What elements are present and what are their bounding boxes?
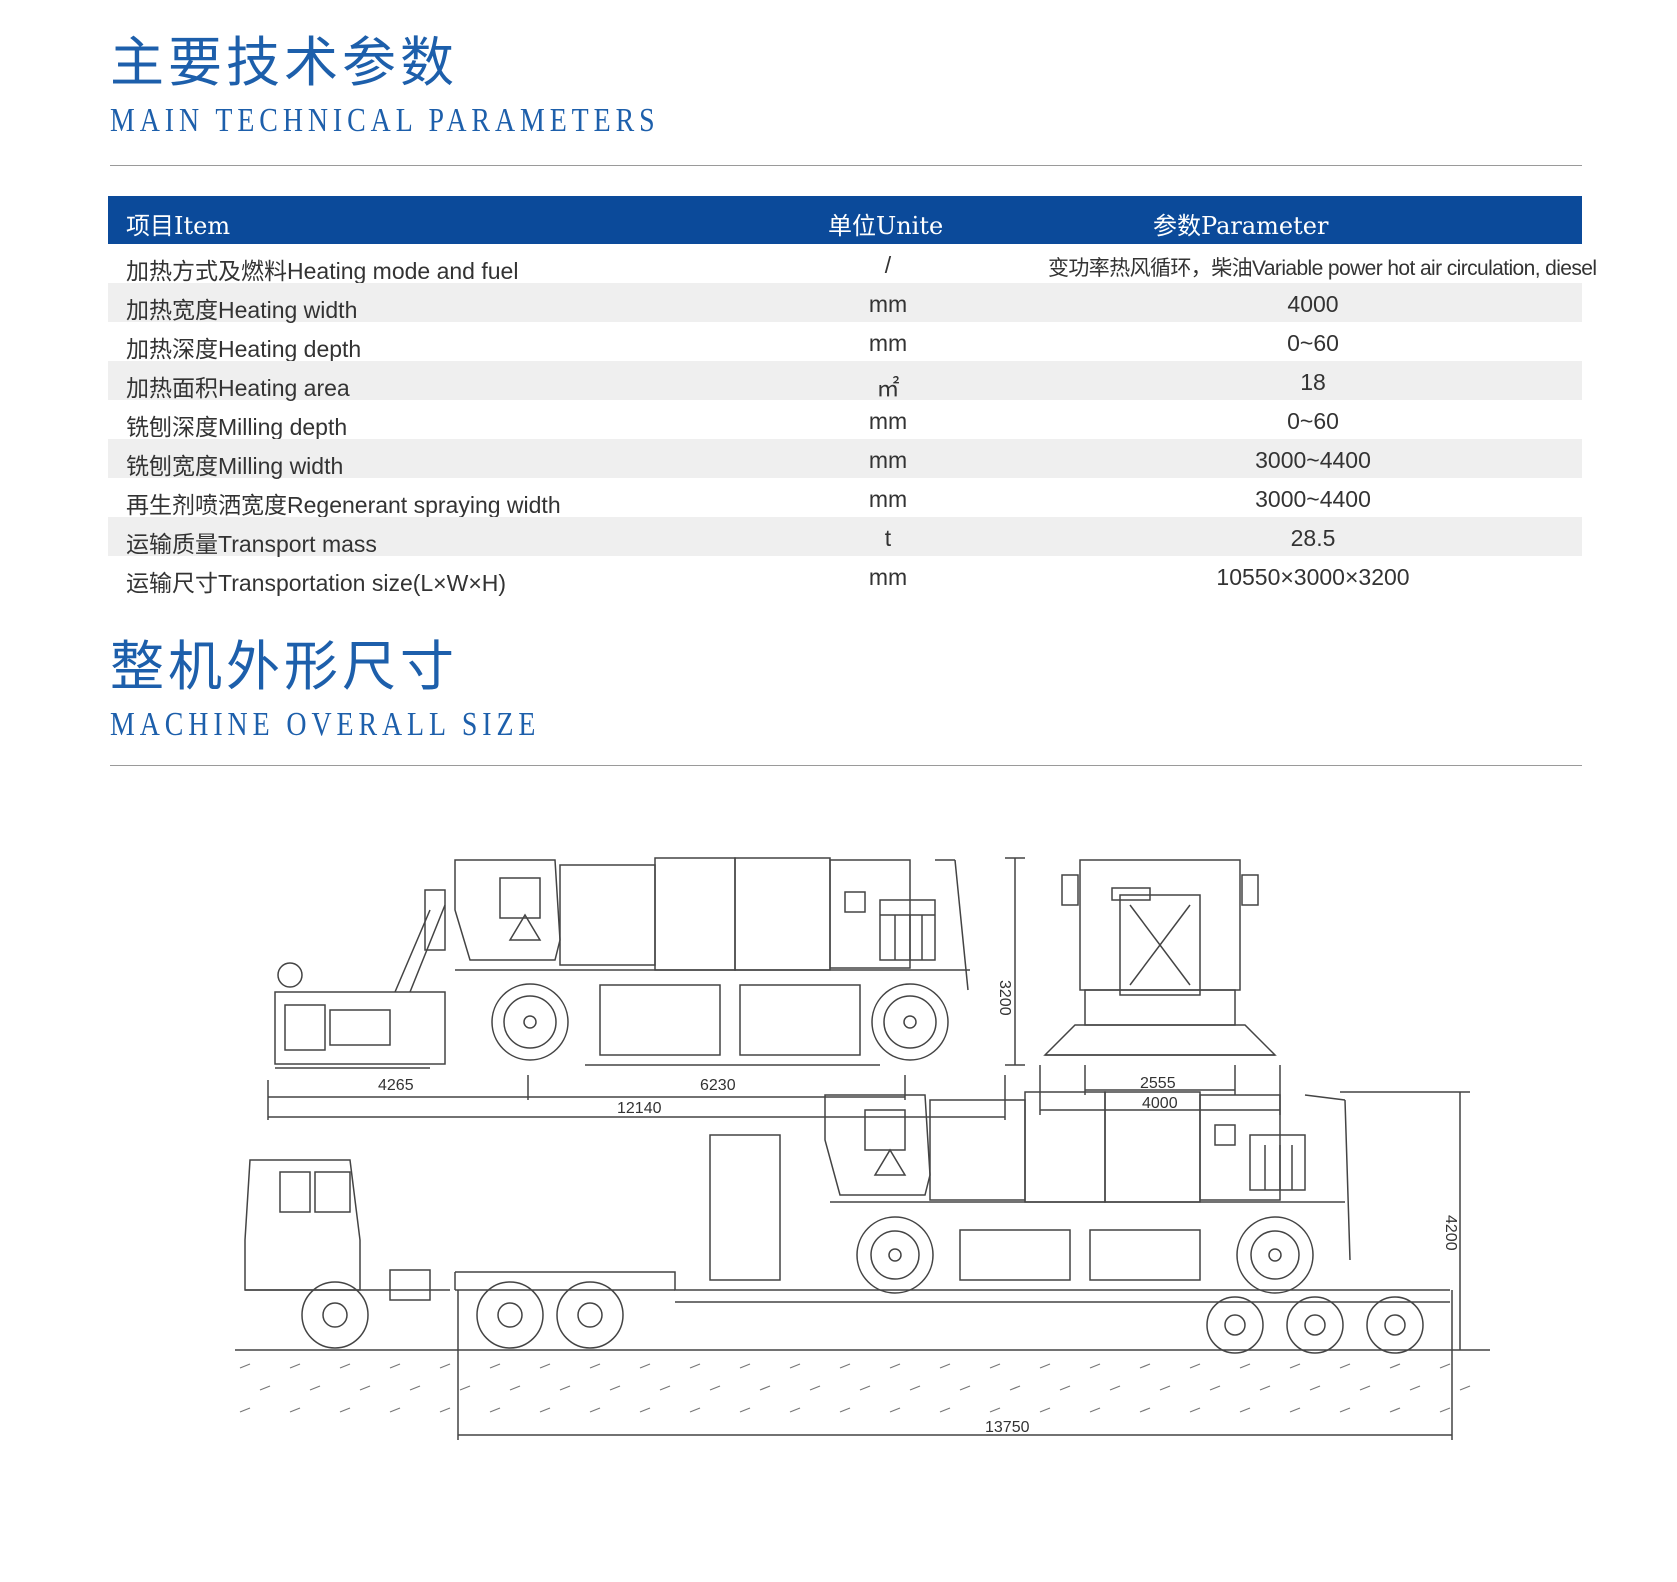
section-title-overall-size: 整机外形尺寸 MACHINE OVERALL SIZE <box>110 640 635 742</box>
cell-param: 3000~4400 <box>1255 447 1371 473</box>
cell-item: 铣刨宽度Milling width <box>126 453 344 479</box>
cell-unit: mm <box>868 291 908 317</box>
cell-item: 铣刨深度Milling depth <box>126 414 348 440</box>
cell-item: 再生剂喷洒宽度Regenerant spraying width <box>126 492 561 518</box>
title-en: MACHINE OVERALL SIZE <box>110 706 541 743</box>
cell-unit: / <box>884 252 892 278</box>
table-header: 项目Item 单位Unite 参数Parameter <box>108 196 1582 244</box>
cell-unit: ㎡ <box>876 375 900 401</box>
cell-param: 4000 <box>1287 291 1339 317</box>
dim-label: 13750 <box>985 1419 1030 1436</box>
ground-hatch <box>239 1363 1471 1413</box>
machine-drawings: 4265 6230 12140 3200 2555 4000 <box>235 857 1490 1440</box>
cell-item: 运输质量Transport mass <box>126 531 377 557</box>
cell-unit: mm <box>868 564 908 590</box>
cell-item: 加热深度Heating depth <box>126 336 362 362</box>
title-cn: 主要技术参数 <box>110 31 458 94</box>
cell-item: 加热宽度Heating width <box>126 297 358 323</box>
table-row: 运输质量Transport mass t 28.5 <box>108 517 1582 557</box>
divider <box>110 765 1582 766</box>
cell-unit: mm <box>868 486 908 512</box>
table-row: 铣刨宽度Milling width mm 3000~4400 <box>108 439 1582 479</box>
cell-param: 0~60 <box>1287 330 1339 356</box>
dim-label: 2555 <box>1140 1075 1176 1092</box>
cell-unit: mm <box>868 408 908 434</box>
table-row: 加热深度Heating depth mm 0~60 <box>108 322 1582 362</box>
cell-item: 运输尺寸Transportation size(L×W×H) <box>126 570 507 596</box>
title-en: MAIN TECHNICAL PARAMETERS <box>110 102 660 139</box>
side-view-drawing <box>267 857 1025 1120</box>
header-unit: 单位Unite <box>828 212 944 240</box>
dim-label: 6230 <box>700 1077 736 1094</box>
cell-param: 3000~4400 <box>1255 486 1371 512</box>
divider <box>110 165 1582 166</box>
table-row: 铣刨深度Milling depth mm 0~60 <box>108 400 1582 440</box>
cell-param: 28.5 <box>1290 525 1336 551</box>
cell-param: 10550×3000×3200 <box>1216 564 1410 590</box>
table-row: 加热宽度Heating width mm 4000 <box>108 283 1582 323</box>
parameters-table: 项目Item 单位Unite 参数Parameter 加热方式及燃料Heatin… <box>108 196 1597 596</box>
cell-param: 变功率热风循环，柴油Variable power hot air circula… <box>1048 257 1597 280</box>
cell-unit: t <box>884 525 892 551</box>
cell-param: 18 <box>1300 369 1326 395</box>
dim-label: 3200 <box>996 980 1013 1016</box>
dim-label: 4000 <box>1142 1095 1178 1112</box>
table-row: 加热方式及燃料Heating mode and fuel / 变功率热风循环，柴… <box>108 244 1597 284</box>
cell-param: 0~60 <box>1287 408 1339 434</box>
table-row: 加热面积Heating area ㎡ 18 <box>108 361 1582 401</box>
cell-unit: mm <box>868 447 908 473</box>
cell-item: 加热面积Heating area <box>126 375 350 401</box>
dim-label: 4200 <box>1442 1215 1459 1251</box>
section-title-parameters: 主要技术参数 MAIN TECHNICAL PARAMETERS <box>110 36 780 138</box>
header-param: 参数Parameter <box>1153 212 1329 240</box>
table-row: 再生剂喷洒宽度Regenerant spraying width mm 3000… <box>108 478 1582 518</box>
dim-label: 4265 <box>378 1077 414 1094</box>
dim-label: 12140 <box>617 1100 662 1117</box>
title-cn: 整机外形尺寸 <box>110 635 458 698</box>
cell-unit: mm <box>868 330 908 356</box>
transport-view-drawing <box>235 1091 1490 1440</box>
header-item: 项目Item <box>126 212 231 240</box>
cell-item: 加热方式及燃料Heating mode and fuel <box>126 258 519 284</box>
table-row: 运输尺寸Transportation size(L×W×H) mm 10550×… <box>108 556 1582 596</box>
rear-view-drawing <box>1039 859 1281 1115</box>
